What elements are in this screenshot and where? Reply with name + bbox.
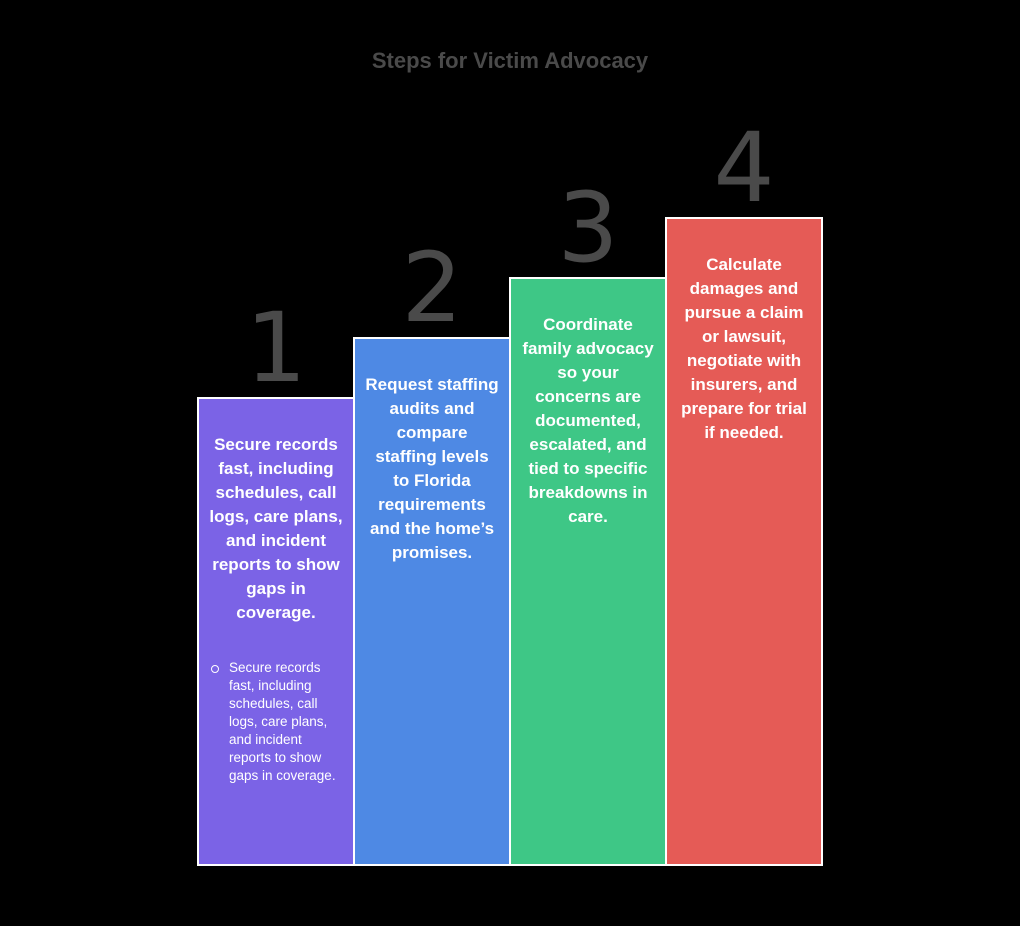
step-1-bullet-text: Secure records fast, including schedules… — [229, 660, 336, 783]
step-4-text: Calculate damages and pursue a claim or … — [681, 255, 807, 442]
step-1-column: Secure records fast, including schedules… — [197, 397, 355, 866]
step-2-column: Request staffing audits and compare staf… — [353, 337, 511, 866]
step-3-number: 3 — [557, 172, 619, 284]
diagram-title: Steps for Victim Advocacy — [371, 48, 649, 73]
step-4-column: Calculate damages and pursue a claim or … — [665, 217, 823, 866]
step-3-text: Coordinate family advocacy so your conce… — [522, 315, 654, 526]
step-1-bullet: Secure records fast, including schedules… — [199, 625, 353, 785]
step-1-text: Secure records fast, including schedules… — [209, 435, 343, 622]
step-4-number: 4 — [713, 112, 775, 224]
step-1-number: 1 — [245, 292, 307, 404]
step-2-text: Request staffing audits and compare staf… — [365, 375, 499, 562]
step-2-number: 2 — [401, 232, 463, 344]
bullet-circle-icon — [211, 665, 219, 673]
step-3-column: Coordinate family advocacy so your conce… — [509, 277, 667, 866]
